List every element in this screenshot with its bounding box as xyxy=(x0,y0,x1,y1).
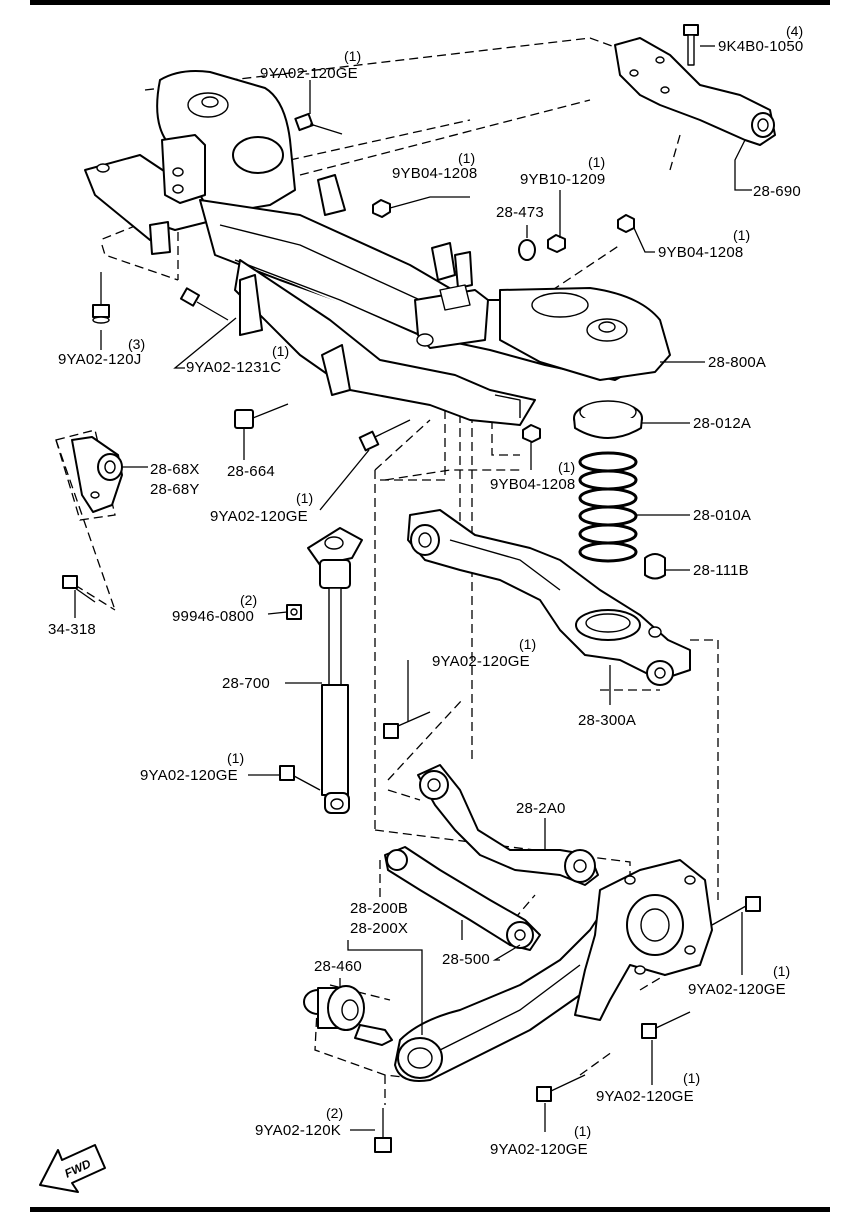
label-28-2a0: 28-2A0 xyxy=(516,800,566,817)
bolt-28-664 xyxy=(234,403,289,429)
knuckle xyxy=(574,859,713,1021)
qty-9ya02-120ge-low2: (1) xyxy=(574,1123,591,1139)
qty-9yb10-1209: (1) xyxy=(588,154,605,170)
label-9ya02-120ge-shock: 9YA02-120GE xyxy=(140,767,238,784)
label-28-300a: 28-300A xyxy=(578,712,636,729)
bolt-9ya02-120j xyxy=(92,272,110,324)
qty-9yb04-1208-b: (1) xyxy=(733,227,750,243)
qty-9ya02-120ge-shock: (1) xyxy=(227,750,244,766)
label-9ya02-120ge-low1: 9YA02-120GE xyxy=(596,1088,694,1105)
label-28-111b: 28-111B xyxy=(693,562,749,579)
bolt-9ya02-120ge-low2 xyxy=(536,1074,586,1102)
qty-9ya02-120ge-top: (1) xyxy=(344,48,361,64)
qty-9ya02-120ge-knuckle: (1) xyxy=(773,963,790,979)
qty-9ya02-120ge-low1: (1) xyxy=(683,1070,700,1086)
label-28-664: 28-664 xyxy=(227,463,275,480)
top-rule xyxy=(30,0,830,5)
label-99946-0800: 99946-0800 xyxy=(172,608,254,625)
label-28-200x: 28-200X xyxy=(350,920,408,937)
qty-9ya02-120ge-mid: (1) xyxy=(296,490,313,506)
upper-arm-28-2a0 xyxy=(417,764,599,886)
label-9yb10-1209: 9YB10-1209 xyxy=(520,171,605,188)
bracket-28-690 xyxy=(614,37,776,146)
label-9ya02-120j: 9YA02-120J xyxy=(58,351,141,368)
bolt-9ya02-120ge-arm xyxy=(383,711,431,739)
leader-lines xyxy=(74,45,752,1132)
qty-9ya02-120ge-arm: (1) xyxy=(519,636,536,652)
label-34-318: 34-318 xyxy=(48,621,96,638)
label-9ya02-120ge-arm: 9YA02-120GE xyxy=(432,653,530,670)
nut-9yb04-1208-a xyxy=(372,199,391,218)
spring-seat-28-012a xyxy=(573,400,643,439)
bolt-34-318 xyxy=(62,575,96,603)
bolt-9ya02-120ge-shock xyxy=(279,765,321,791)
bolt-9ya02-120ge-low1 xyxy=(641,1011,691,1039)
qty-9ya02-120k: (2) xyxy=(326,1105,343,1121)
label-9ya02-120ge-low2: 9YA02-120GE xyxy=(490,1141,588,1158)
bushing-28-460 xyxy=(303,985,393,1046)
qty-9yb04-1208-a: (1) xyxy=(458,150,475,166)
label-28-68x: 28-68X xyxy=(150,461,200,478)
nut-9yb10-1209 xyxy=(547,234,566,253)
label-28-500: 28-500 xyxy=(442,951,490,968)
label-9k4b0-1050: 9K4B0-1050 xyxy=(718,38,803,55)
qty-9yb04-1208-c: (1) xyxy=(558,459,575,475)
label-9ya02-120k: 9YA02-120K xyxy=(255,1122,341,1139)
nut-99946-0800 xyxy=(286,604,302,620)
part-labels: (4) 9K4B0-1050 28-690 (1) 9YA02-120GE (1… xyxy=(48,23,803,1158)
bump-stop-28-111b xyxy=(644,553,666,580)
crossmember xyxy=(84,70,671,426)
nut-9yb04-1208-c xyxy=(522,424,541,443)
qty-9ya02-120j: (3) xyxy=(128,336,145,352)
label-28-010a: 28-010A xyxy=(693,507,751,524)
label-28-200b: 28-200B xyxy=(350,900,408,917)
label-28-460: 28-460 xyxy=(314,958,362,975)
bolt-9ya02-120ge-knuckle xyxy=(711,896,761,926)
bracket-28-68x xyxy=(71,436,123,513)
label-28-800a: 28-800A xyxy=(708,354,766,371)
qty-9k4b0-1050: (4) xyxy=(786,23,803,39)
label-9yb04-1208-b: 9YB04-1208 xyxy=(658,244,743,261)
bottom-rule xyxy=(30,1207,830,1212)
label-28-700: 28-700 xyxy=(222,675,270,692)
lateral-link-28-500 xyxy=(384,846,541,951)
bolt-9ya02-1231c xyxy=(179,287,229,321)
coil-spring-28-010a xyxy=(578,451,638,563)
bolt-9k4b0-1050 xyxy=(683,24,699,66)
shock-absorber-28-700 xyxy=(307,527,363,814)
lower-arm-28-300a xyxy=(407,509,691,686)
label-9yb04-1208-a: 9YB04-1208 xyxy=(392,165,477,182)
bolt-9ya02-120ge-mid xyxy=(358,419,411,452)
bolt-9ya02-120k xyxy=(374,1108,392,1153)
label-28-473: 28-473 xyxy=(496,204,544,221)
label-9ya02-120ge-knuckle: 9YA02-120GE xyxy=(688,981,786,998)
assembly-guide-lines xyxy=(55,37,719,1105)
label-28-68y: 28-68Y xyxy=(150,481,200,498)
bolt-9ya02-120ge-top xyxy=(294,112,343,135)
qty-99946-0800: (2) xyxy=(240,592,257,608)
label-9ya02-120ge-mid: 9YA02-120GE xyxy=(210,508,308,525)
label-9yb04-1208-c: 9YB04-1208 xyxy=(490,476,575,493)
label-28-012a: 28-012A xyxy=(693,415,751,432)
label-9ya02-1231c: 9YA02-1231C xyxy=(186,359,281,376)
nut-9yb04-1208-b xyxy=(617,214,635,233)
fwd-arrow-icon: FWD xyxy=(39,1144,106,1193)
washer-28-473 xyxy=(518,239,536,261)
fasteners xyxy=(62,24,761,1153)
qty-9ya02-1231c: (1) xyxy=(272,343,289,359)
label-9ya02-120ge-top: 9YA02-120GE xyxy=(260,65,358,82)
label-28-690: 28-690 xyxy=(753,183,801,200)
